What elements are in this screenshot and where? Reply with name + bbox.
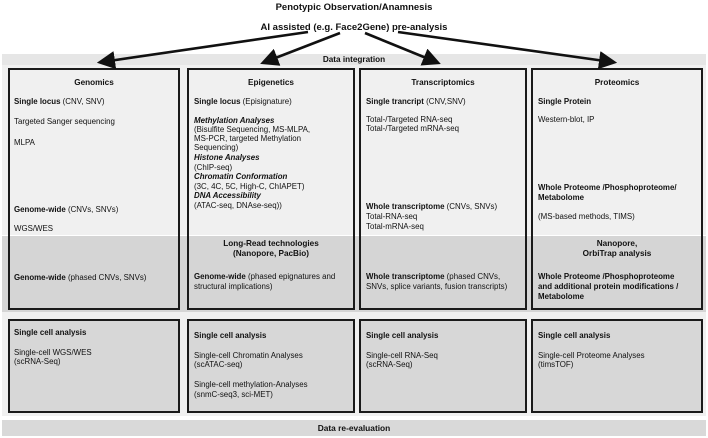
arrow-to-genomics — [96, 30, 309, 70]
genomics-mlpa: MLPA — [14, 138, 35, 147]
proteomics-single-cell-box — [531, 319, 703, 413]
long-read-title: Long-Read technologies — [223, 239, 319, 248]
genomics-box — [8, 68, 180, 310]
chromatin-line1: (3C, 4C, 5C, High-C, ChIAPET) — [194, 182, 305, 191]
transcriptomics-targeted-rna: Total-/Targeted RNA-seq — [366, 115, 453, 124]
epigenetics-sc-line4: (snmC-seq3, sci-MET) — [194, 390, 273, 399]
genomics-sc-line2: (scRNA-Seq) — [14, 357, 61, 366]
phenotypic-observation-title: Penotypic Observation/Anamnesis — [275, 2, 433, 13]
epigenetics-single-locus: Single locus (Episignature) — [194, 97, 292, 106]
proteomics-whole-line1: Whole Proteome /Phosphoproteome/ — [538, 183, 677, 192]
transcriptomics-longread-line2: SNVs, splice variants, fusion transcript… — [366, 282, 508, 291]
arrow-to-transcriptomics — [364, 31, 441, 66]
transcriptomics-longread-whole: Whole transcriptome (phased CNVs, — [366, 272, 501, 281]
epigenetics-sc-line1: Single-cell Chromatin Analyses — [194, 351, 303, 360]
epigenetics-sc-title: Single cell analysis — [194, 331, 267, 340]
epigenetics-sc-line3: Single-cell methylation-Analyses — [194, 380, 308, 389]
epigenetics-sc-line2: (scATAC-seq) — [194, 360, 243, 369]
transcriptomics-title: Transcriptomics — [411, 78, 475, 87]
proteomics-lr-line1: Whole Proteome /Phosphoproteome — [538, 272, 675, 281]
transcriptomics-sc-line2: (scRNA-Seq) — [366, 360, 413, 369]
ai-preanalysis-title: AI assisted (e.g. Face2Gene) pre-analysi… — [260, 22, 448, 33]
transcriptomics-single-cell-box — [359, 319, 527, 413]
proteomics-lr-line2: and additional protein modifications / — [538, 282, 679, 291]
proteomics-lr-line3: Metabolome — [538, 292, 585, 301]
transcriptomics-targeted-mrna: Total-/Targeted mRNA-seq — [366, 124, 459, 133]
transcriptomics-sc-line1: Single-cell RNA-Seq — [366, 351, 438, 360]
proteomics-ms: (MS-based methods, TIMS) — [538, 212, 635, 221]
histone-line1: (ChIP-seq) — [194, 163, 233, 172]
genomics-genome-wide: Genome-wide (CNVs, SNVs) — [14, 205, 119, 214]
methylation-line2: MS-PCR, targeted Methylation — [194, 134, 302, 143]
data-integration-band: Data integration — [2, 54, 706, 65]
chromatin-conformation-title: Chromatin Conformation — [194, 172, 288, 181]
proteomics-single-protein: Single Protein — [538, 97, 592, 106]
methylation-analyses-title: Methylation Analyses — [194, 116, 275, 125]
dna-accessibility-line1: (ATAC-seq, DNAse-seq)) — [194, 201, 282, 210]
histone-analyses-title: Histone Analyses — [194, 153, 260, 162]
transcriptomics-total-rna: Total-RNA-seq — [366, 212, 418, 221]
transcriptomics-total-mrna: Total-mRNA-seq — [366, 222, 424, 231]
proteomics-sc-line2: (timsTOF) — [538, 360, 574, 369]
proteomics-sc-line1: Single-cell Proteome Analyses — [538, 351, 645, 360]
genomics-sc-title: Single cell analysis — [14, 328, 87, 337]
proteomics-lr-title: Nanopore, — [596, 239, 638, 248]
transcriptomics-sc-title: Single cell analysis — [366, 331, 439, 340]
epigenetics-longread-genome-wide: Genome-wide (phased epignatures and — [194, 272, 336, 281]
proteomics-whole-line2: Metabolome — [538, 193, 585, 202]
arrow-to-proteomics — [397, 30, 618, 70]
genomics-wgs: WGS/WES — [14, 224, 54, 233]
proteomics-western: Western-blot, IP — [538, 115, 595, 124]
proteomics-title: Proteomics — [594, 78, 640, 87]
genomics-sanger: Targeted Sanger sequencing — [14, 117, 115, 126]
transcriptomics-whole: Whole transcriptome (CNVs, SNVs) — [366, 202, 498, 211]
genomics-title: Genomics — [74, 78, 114, 87]
proteomics-sc-title: Single cell analysis — [538, 331, 611, 340]
methylation-line1: (Bisulfite Sequencing, MS-MLPA, — [194, 125, 311, 134]
long-read-subtitle: (Nanopore, PacBio) — [233, 249, 309, 258]
methylation-line3: Sequencing) — [194, 143, 239, 152]
epigenetics-single-cell-box — [187, 319, 355, 413]
proteomics-lr-subtitle: OrbiTrap analysis — [582, 249, 652, 258]
epigenetics-longread-line2: structural implications) — [194, 282, 273, 291]
genomics-sc-line1: Single-cell WGS/WES — [14, 348, 92, 357]
genomics-single-locus: Single locus (CNV, SNV) — [14, 97, 105, 106]
epigenetics-title: Epigenetics — [248, 78, 294, 87]
dna-accessibility-title: DNA Accessibility — [194, 191, 261, 200]
arrow-to-epigenetics — [260, 31, 341, 66]
transcriptomics-box — [359, 68, 527, 310]
genomics-single-cell-box — [8, 319, 180, 413]
data-reevaluation-band: Data re-evaluation — [2, 420, 706, 436]
epigenetics-box — [187, 68, 355, 310]
transcriptomics-single: Single trancript (CNV,SNV) — [366, 97, 466, 106]
genomics-longread-genome-wide: Genome-wide (phased CNVs, SNVs) — [14, 273, 147, 282]
